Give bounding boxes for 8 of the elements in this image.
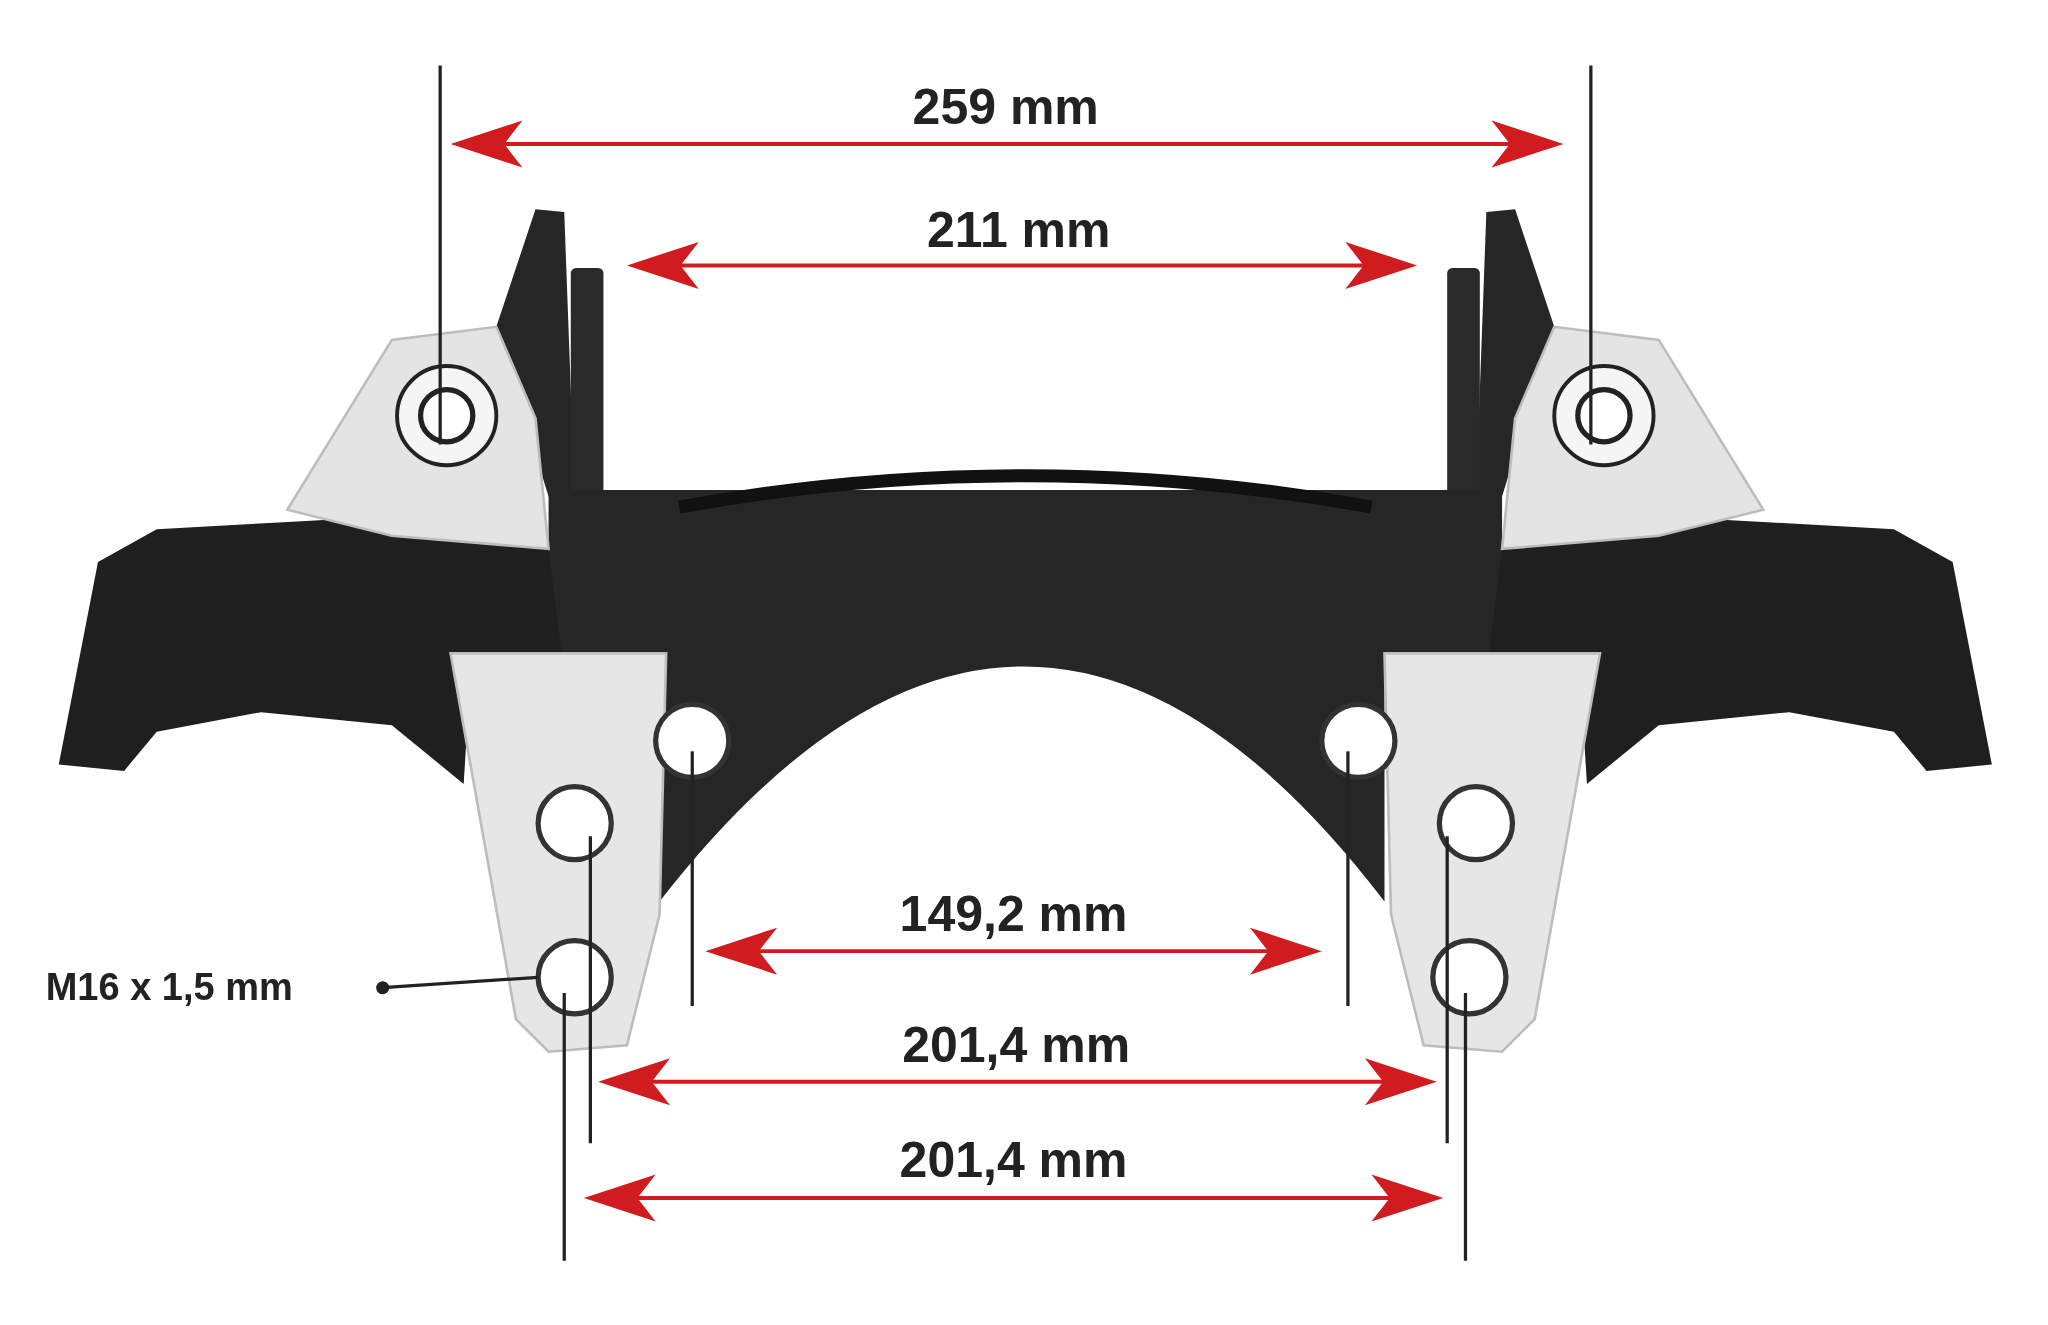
leader-line: [376, 975, 539, 995]
dimension-label: 149,2 mm: [899, 889, 1128, 940]
dimension-label: 211 mm: [927, 204, 1111, 255]
dimension-label: 201,4 mm: [899, 1134, 1128, 1185]
bolt-hole: [535, 938, 614, 1017]
dimension-label: 259 mm: [912, 82, 1099, 133]
dimension-label: 201,4 mm: [902, 1019, 1131, 1070]
thread-size-label: M16 x 1,5 mm: [45, 964, 293, 1010]
